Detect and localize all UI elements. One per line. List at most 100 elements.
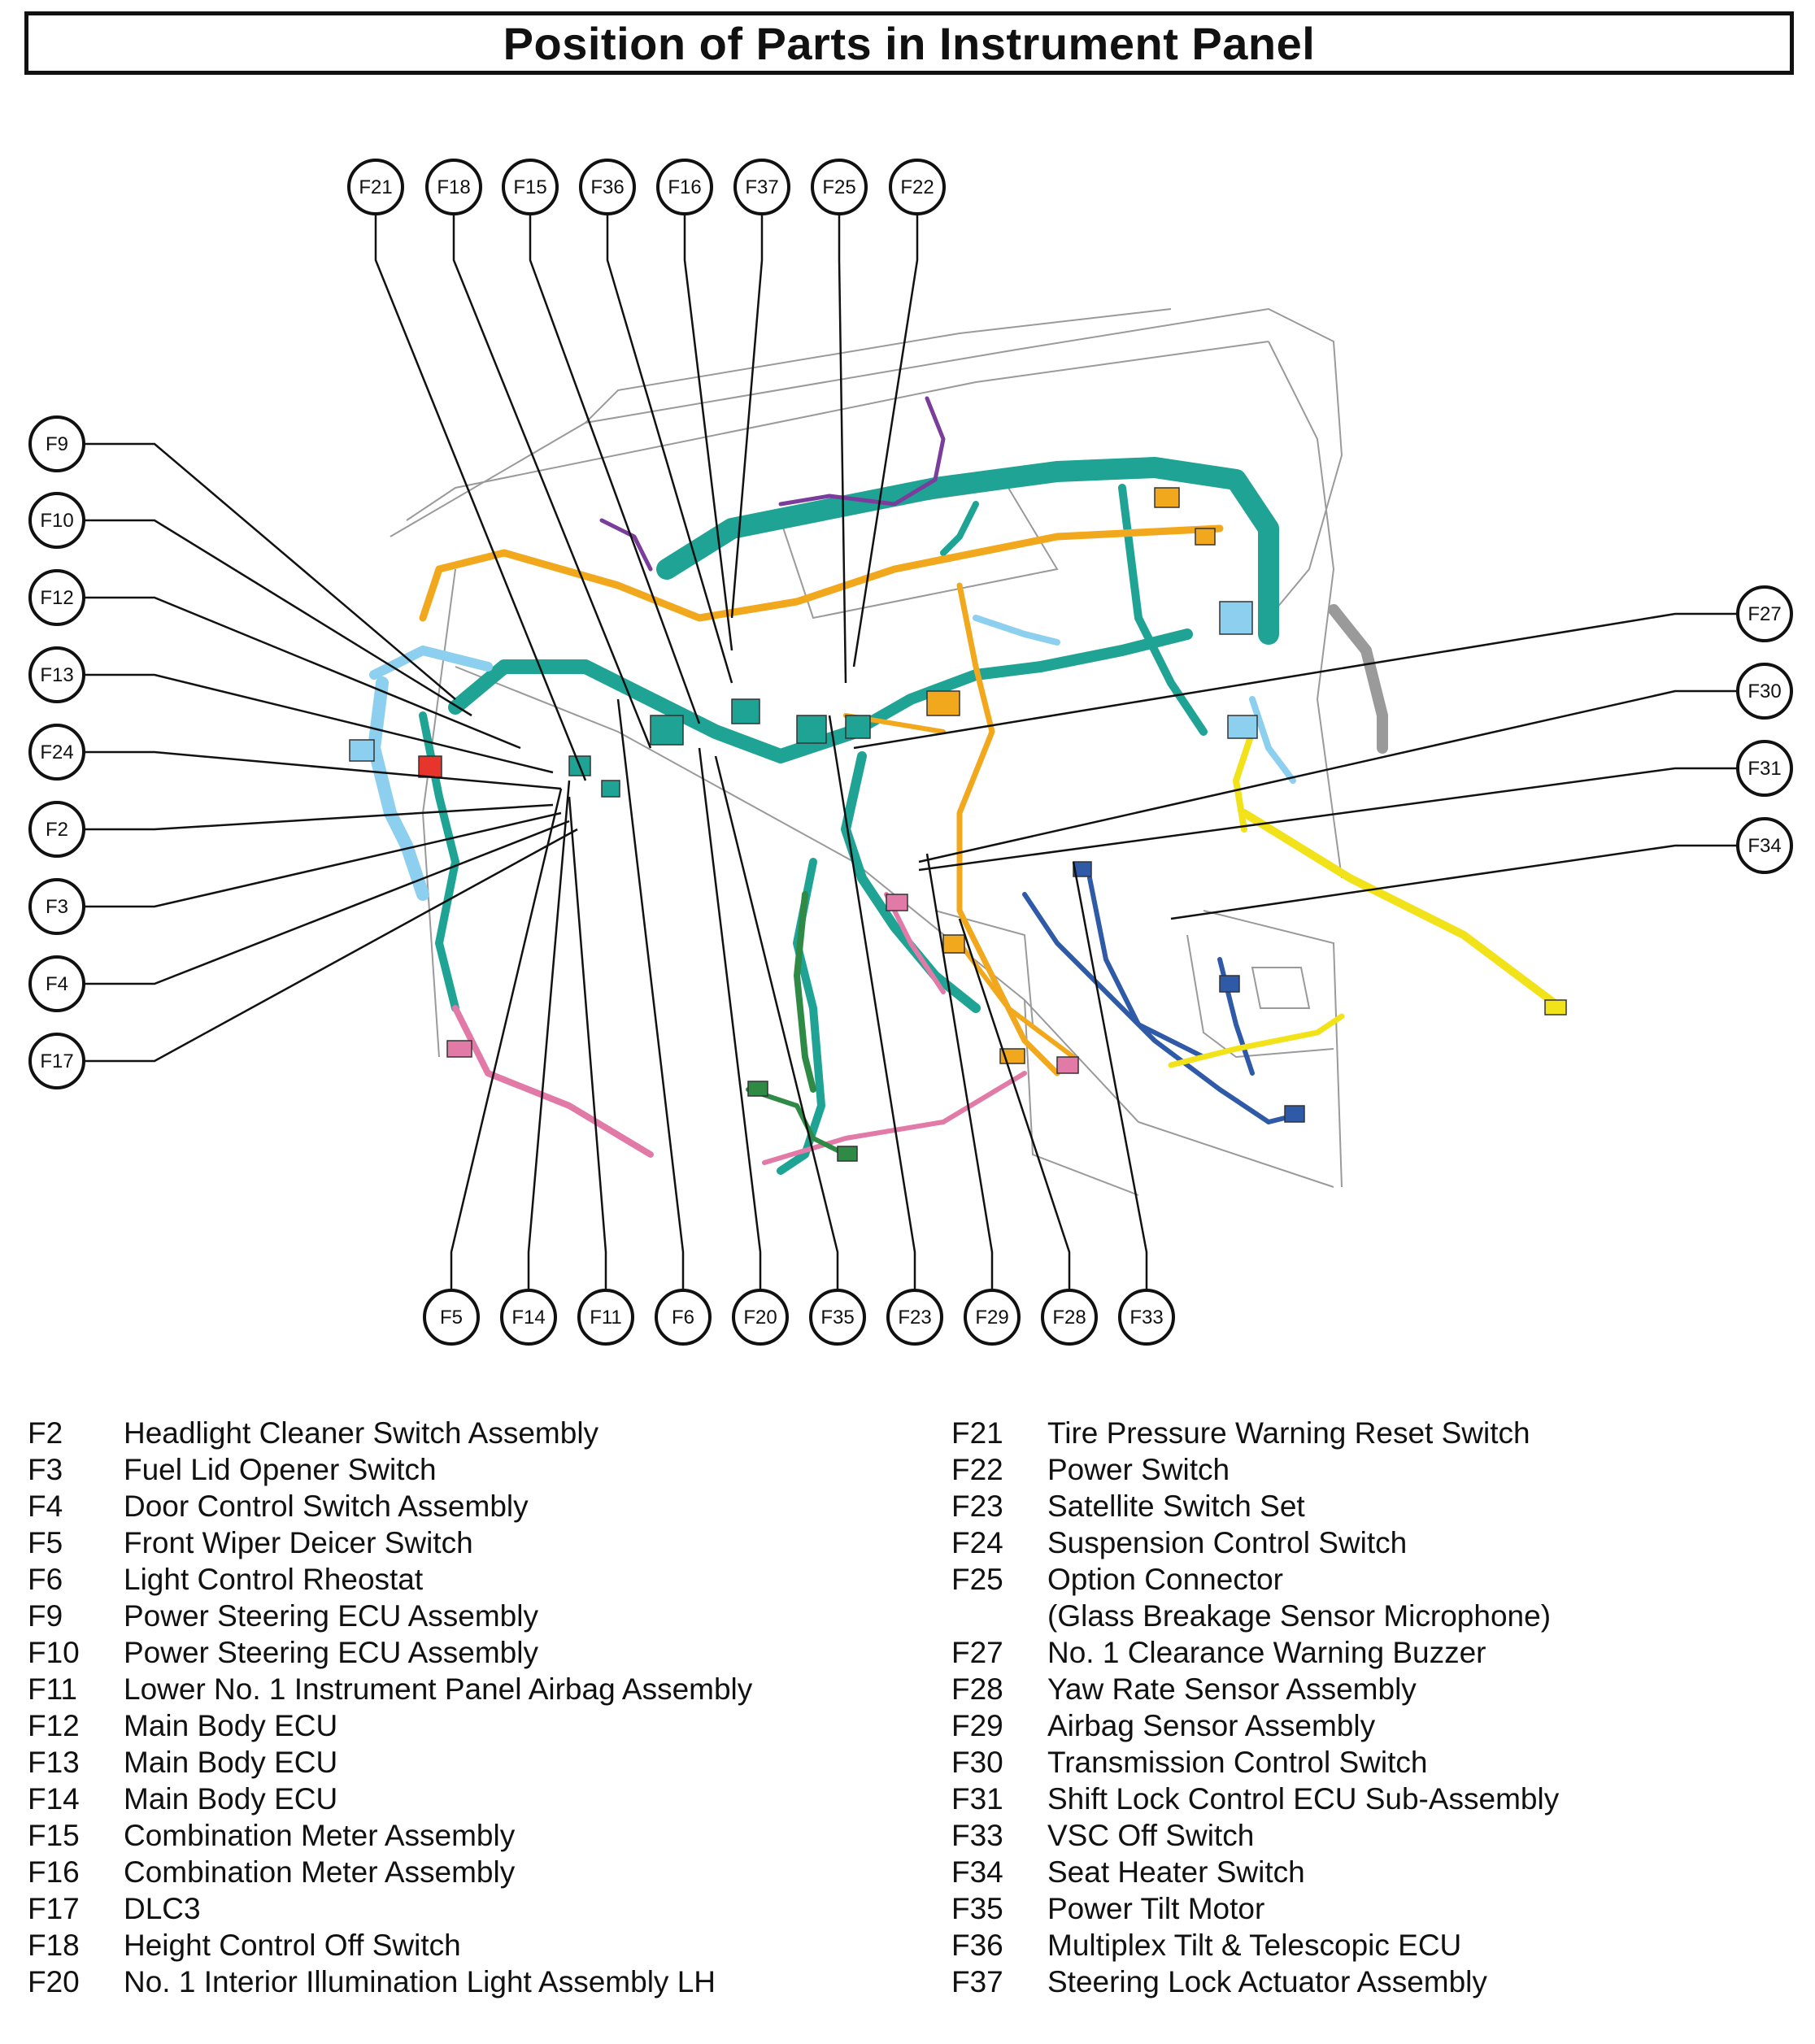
callout-label: F29 <box>975 1307 1008 1329</box>
legend-description: Transmission Control Switch <box>1047 1746 1428 1779</box>
callout-circle <box>28 492 85 549</box>
legend-description: Power Tilt Motor <box>1047 1892 1265 1925</box>
legend-description: Front Wiper Deicer Switch <box>124 1526 473 1559</box>
callout-f33: F33 <box>1118 1289 1175 1346</box>
callout-f10: F10 <box>28 492 85 549</box>
legend-code: F25 <box>951 1563 1003 1596</box>
legend-description: Shift Lock Control ECU Sub-Assembly <box>1047 1782 1560 1816</box>
leader-line <box>84 442 456 700</box>
dashboard-outline <box>390 307 1343 1196</box>
callout-f24: F24 <box>28 724 85 781</box>
callout-label: F31 <box>1748 758 1781 780</box>
callout-label: F30 <box>1748 681 1781 702</box>
callout-f37: F37 <box>733 159 790 215</box>
legend-description: Main Body ECU <box>124 1782 338 1816</box>
callout-circle <box>809 1289 866 1346</box>
leader-line <box>84 519 472 717</box>
leader-line <box>374 214 587 781</box>
callout-label: F11 <box>590 1307 622 1329</box>
callout-circle <box>28 415 85 472</box>
wire-harness <box>794 891 816 1093</box>
legend-description: VSC Off Switch <box>1047 1819 1255 1852</box>
leader-line <box>838 214 847 684</box>
callout-label: F28 <box>1052 1307 1086 1329</box>
legend-description: Main Body ECU <box>124 1709 338 1742</box>
legend-code: F36 <box>951 1929 1003 1962</box>
callout-circle <box>964 1289 1021 1346</box>
callout-label: F36 <box>590 176 624 198</box>
callout-label: F23 <box>898 1307 931 1329</box>
legend-code: F4 <box>28 1490 63 1523</box>
legend-code: F31 <box>951 1782 1003 1816</box>
leader-line <box>925 853 994 1290</box>
legend-description: Power Steering ECU Assembly <box>124 1599 538 1633</box>
legend-code: F23 <box>951 1490 1003 1523</box>
wire-harness <box>1328 604 1388 754</box>
leader-line <box>1170 844 1738 920</box>
connector-block <box>747 1081 768 1097</box>
leader-line <box>84 750 562 790</box>
callout-f22: F22 <box>889 159 946 215</box>
callout-circle <box>500 1289 557 1346</box>
leader-line <box>84 673 554 774</box>
wire-harness <box>656 457 1279 645</box>
wire-harness <box>1249 696 1296 784</box>
legend-description: Satellite Switch Set <box>1047 1490 1305 1523</box>
callout-circle <box>811 159 868 215</box>
legend-code: F33 <box>951 1819 1003 1852</box>
leader-line <box>683 214 733 651</box>
callout-circle <box>655 1289 712 1346</box>
legend-description: Combination Meter Assembly <box>124 1855 516 1889</box>
callout-label: F17 <box>40 1050 73 1072</box>
dashboard-outline-line <box>585 308 1172 424</box>
callout-label: F21 <box>359 176 392 198</box>
legend-code: F22 <box>951 1453 1003 1486</box>
connector-block <box>1056 1056 1079 1074</box>
connector-block <box>886 894 908 911</box>
callout-f5: F5 <box>423 1289 480 1346</box>
legend-description: Headlight Cleaner Switch Assembly <box>124 1416 599 1450</box>
callout-f30: F30 <box>1736 663 1793 720</box>
callout-label: F34 <box>1748 835 1781 857</box>
legend-description: Height Control Off Switch <box>124 1929 461 1962</box>
legend-description: Combination Meter Assembly <box>124 1819 516 1852</box>
legend-code: F3 <box>28 1453 63 1486</box>
callout-label: F13 <box>40 664 73 686</box>
wire-harness <box>1233 728 1256 833</box>
dashboard-outline-line <box>1203 910 1343 1188</box>
callout-f36: F36 <box>579 159 636 215</box>
leader-line <box>958 918 1071 1290</box>
legend-code: F11 <box>28 1672 78 1706</box>
leader-lines <box>84 214 1738 1290</box>
legend-code: F34 <box>951 1855 1003 1889</box>
legend-description: Power Switch <box>1047 1453 1230 1486</box>
legend-code: F17 <box>28 1892 80 1925</box>
wire-harness <box>940 501 979 556</box>
wire-harness <box>1118 484 1208 736</box>
connector-block <box>845 715 871 739</box>
legend-description: Option Connector <box>1047 1563 1284 1596</box>
wire-harness <box>1240 809 1565 1012</box>
callout-f6: F6 <box>655 1289 712 1346</box>
callout-circle <box>889 159 946 215</box>
legend-description: No. 1 Interior Illumination Light Assemb… <box>124 1965 716 1998</box>
legend-code: F2 <box>28 1416 63 1450</box>
callout-label: F12 <box>40 587 73 609</box>
leader-line <box>1072 861 1148 1290</box>
callout-circle <box>1736 585 1793 642</box>
wire-harness <box>778 396 946 507</box>
wire-harness <box>841 751 981 1013</box>
callout-circle <box>733 159 790 215</box>
callout-f17: F17 <box>28 1033 85 1089</box>
connector-block <box>1073 861 1092 877</box>
legend-code: F9 <box>28 1599 63 1633</box>
connector-block <box>1227 715 1258 739</box>
leader-line <box>529 214 701 724</box>
callout-label: F6 <box>672 1307 694 1329</box>
legend-description: Yaw Rate Sensor Assembly <box>1047 1672 1417 1706</box>
callout-label: F3 <box>46 896 68 918</box>
callout-circle <box>732 1289 789 1346</box>
connector-block <box>650 715 684 746</box>
callout-circle <box>28 724 85 781</box>
